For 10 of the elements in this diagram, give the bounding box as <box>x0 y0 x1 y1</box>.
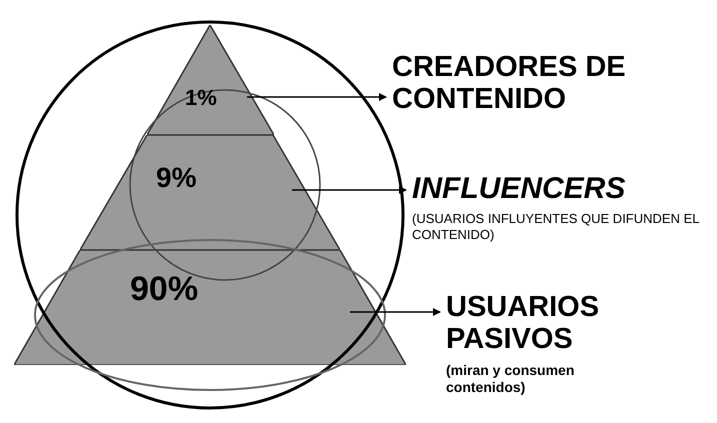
percentage-label: 9% <box>156 162 196 194</box>
category-heading: USUARIOS PASIVOS <box>446 292 600 356</box>
category-description: (miran y consumen contenidos) <box>446 362 576 396</box>
arrow <box>292 186 407 194</box>
percentage-label: 90% <box>130 270 198 309</box>
arrow <box>247 93 387 101</box>
category-heading: INFLUENCERS <box>412 172 626 205</box>
arrow <box>350 308 441 316</box>
category-heading: CREADORES DE CONTENIDO <box>392 52 627 116</box>
category-description: (USUARIOS INFLUYENTES QUE DIFUNDEN EL CONTENIDO) <box>412 211 700 242</box>
